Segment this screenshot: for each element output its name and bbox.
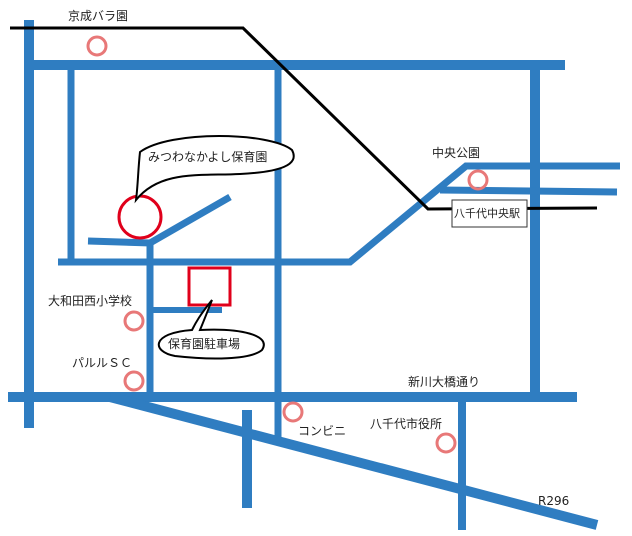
label-central-park: 中央公園 (432, 146, 481, 160)
road-r296 (108, 392, 599, 530)
label-keisei-rose-garden: 京成バラ園 (68, 9, 129, 23)
label-city-hall: 八千代市役所 (370, 417, 443, 431)
landmark-markers (86, 35, 489, 454)
nursery-callout-bubble (134, 135, 295, 204)
landmark-marker (123, 370, 145, 392)
label-nursery: みつわなかよし保育園 (148, 150, 268, 164)
label-parking: 保育園駐車場 (168, 337, 241, 351)
landmark-marker (86, 35, 108, 57)
landmark-marker (282, 401, 304, 423)
parking-callout-bubble (157, 299, 265, 360)
label-owadanishi-school: 大和田西小学校 (48, 294, 133, 308)
parking-marker (187, 266, 232, 307)
nursery-marker (117, 194, 163, 240)
label-shinkawa-ohashi-road: 新川大橋通り (408, 375, 481, 389)
landmark-marker (467, 169, 489, 191)
label-paruru-sc: パルルＳＣ (72, 356, 133, 370)
label-convenience-store: コンビニ (298, 424, 347, 438)
road (87, 193, 232, 247)
road (439, 186, 618, 196)
station-box (451, 199, 528, 228)
label-r296: R296 (538, 494, 570, 508)
landmark-marker (435, 432, 457, 454)
landmark-marker (123, 310, 145, 332)
road (58, 162, 620, 266)
label-station: 八千代中央駅 (454, 207, 520, 220)
roads (8, 20, 620, 530)
